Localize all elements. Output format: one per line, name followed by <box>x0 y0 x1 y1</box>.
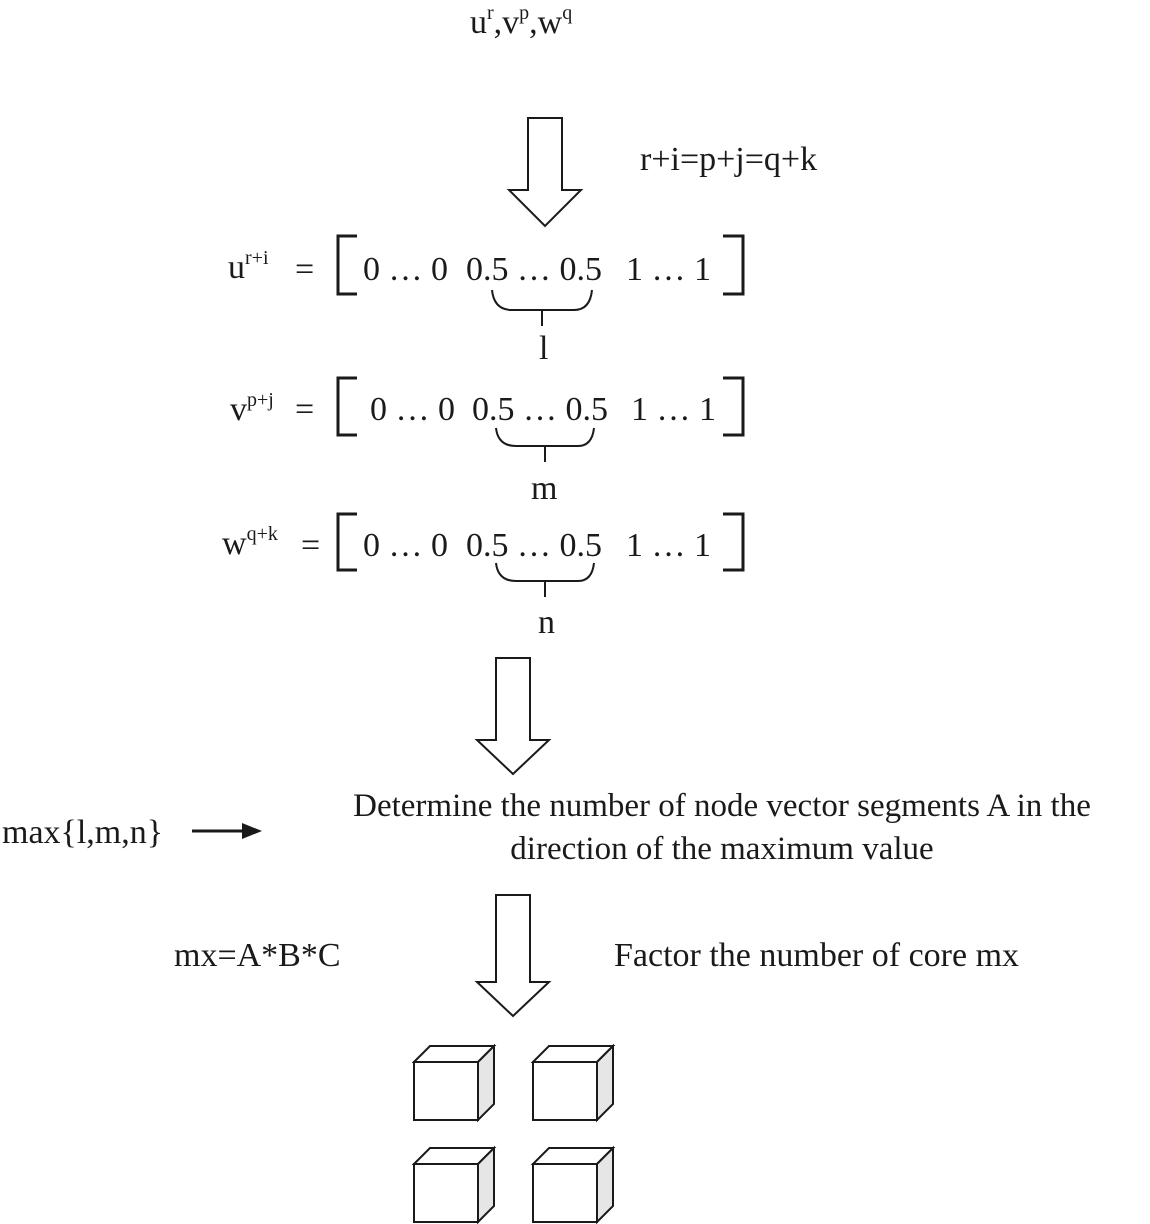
top-u: u <box>470 4 487 41</box>
vector-w-zeros: 0 … 0 <box>363 527 448 564</box>
vector-u-base: u <box>228 249 245 286</box>
top-v-sup: p <box>519 2 530 24</box>
core-cube-4 <box>530 1145 616 1224</box>
brace-label-m: m <box>531 470 558 507</box>
top-sep-1: , <box>493 4 503 41</box>
underbrace-2 <box>495 427 595 462</box>
core-cube-3 <box>411 1145 497 1224</box>
underbrace-3 <box>495 562 595 597</box>
vector-v-ones: 1 … 1 <box>631 391 716 428</box>
top-w: w <box>537 4 563 41</box>
mx-expression: mx=A*B*C <box>174 937 341 974</box>
index-condition: r+i=p+j=q+k <box>640 141 818 178</box>
down-arrow-3 <box>474 894 552 1018</box>
vector-u-equals: = <box>295 251 315 288</box>
vector-w-equals: = <box>301 527 321 564</box>
vector-w-ones: 1 … 1 <box>626 527 711 564</box>
top-variables: ur,vp,wq <box>470 3 572 41</box>
right-arrow <box>192 823 262 839</box>
vector-u-zeros: 0 … 0 <box>363 251 448 288</box>
determine-line-1: Determine the number of node vector segm… <box>353 788 1091 824</box>
vector-w-base: w <box>222 525 247 562</box>
top-sep-2: , <box>529 4 538 41</box>
brace-label-l: l <box>539 330 549 367</box>
down-arrow-2 <box>474 657 552 776</box>
down-arrow-1 <box>506 117 584 228</box>
determine-line-2: direction of the maximum value <box>510 831 934 867</box>
top-v: v <box>502 4 520 41</box>
underbrace-1 <box>491 289 593 326</box>
top-u-sup: r <box>487 2 494 24</box>
left-bracket-2 <box>336 376 357 437</box>
factor-text: Factor the number of core mx <box>614 937 1020 974</box>
vector-u-label: ur+i <box>228 248 269 286</box>
vector-u-sup: r+i <box>245 247 269 269</box>
vector-u-ones: 1 … 1 <box>626 251 711 288</box>
right-bracket-3 <box>723 512 745 572</box>
top-w-sup: q <box>562 2 573 24</box>
left-bracket-1 <box>336 234 357 296</box>
vector-v-sup: p+j <box>247 389 274 411</box>
left-bracket-3 <box>336 512 357 572</box>
max-expression: max{l,m,n} <box>2 814 164 851</box>
vector-v-label: vp+j <box>230 390 274 428</box>
right-bracket-2 <box>723 376 745 437</box>
vector-w-sup: q+k <box>246 523 278 545</box>
vector-w-half: 0.5 … 0.5 <box>466 527 602 564</box>
right-bracket-1 <box>723 234 745 296</box>
vector-w-label: wq+k <box>222 524 278 562</box>
vector-v-half: 0.5 … 0.5 <box>472 391 608 428</box>
vector-v-base: v <box>230 391 247 428</box>
vector-v-equals: = <box>295 391 315 428</box>
vector-u-half: 0.5 … 0.5 <box>466 251 602 288</box>
core-cube-1 <box>411 1043 497 1123</box>
vector-v-zeros: 0 … 0 <box>370 391 455 428</box>
brace-label-n: n <box>538 604 555 641</box>
core-cube-2 <box>530 1043 616 1123</box>
